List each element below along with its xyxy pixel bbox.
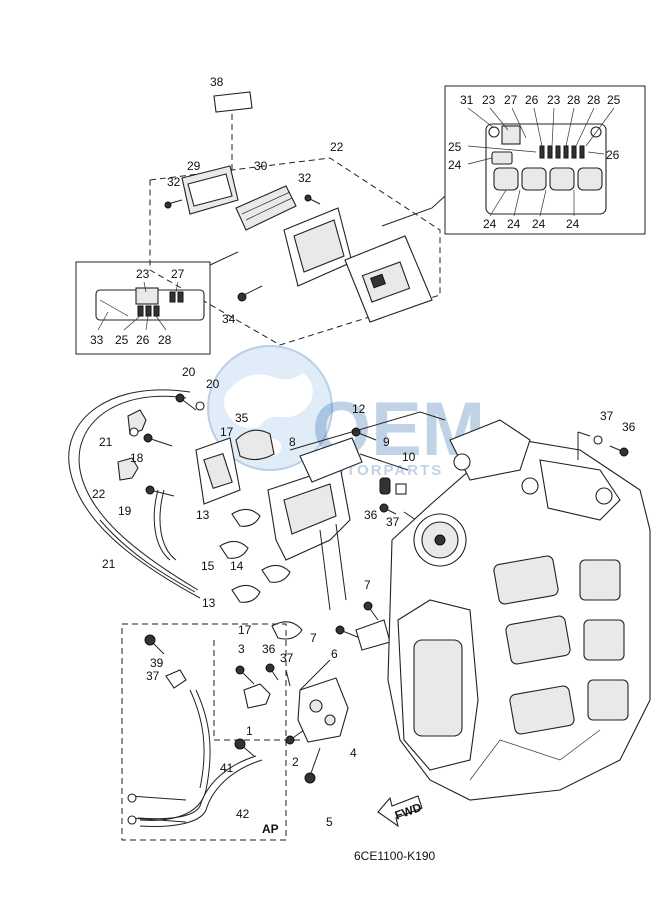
callout-3: 3 xyxy=(238,642,245,656)
callout-39: 37 xyxy=(146,669,160,683)
callout-14: 15 xyxy=(201,559,215,573)
callout-24-a: 24 xyxy=(448,158,462,172)
callout-7-a: 7 xyxy=(364,578,371,592)
callout-24-e: 24 xyxy=(566,217,580,231)
callout-16: 17 xyxy=(220,425,234,439)
callout-18: 20 xyxy=(182,365,196,379)
fwd-arrow-icon: FWD xyxy=(377,795,424,828)
clamp-13-b xyxy=(261,564,291,583)
top-right-fasteners xyxy=(577,431,629,460)
callout-23-a: 23 xyxy=(482,93,496,107)
inset-left xyxy=(75,261,211,355)
callout-17-b: 19 xyxy=(118,504,132,518)
callout-8: 8 xyxy=(289,435,296,449)
clamp-12 xyxy=(231,584,261,603)
clamp-13-a xyxy=(231,508,261,527)
ecu-group xyxy=(149,91,446,346)
part-4 xyxy=(297,677,349,743)
callout-17-a: 18 xyxy=(130,451,144,465)
grommet-35 xyxy=(235,429,275,461)
callout-11: 12 xyxy=(352,402,366,416)
callout-32-a: 32 xyxy=(167,175,181,189)
callout-24-d: 24 xyxy=(532,217,546,231)
callout-5: 5 xyxy=(326,815,333,829)
callout-27-a: 27 xyxy=(504,93,518,107)
callout-26-c: 26 xyxy=(136,333,150,347)
callout-29: 29 xyxy=(187,159,201,173)
callout-9: 9 xyxy=(383,435,390,449)
callout-27-b: 27 xyxy=(171,267,185,281)
callout-13-a: 13 xyxy=(196,508,210,522)
callout-31: 31 xyxy=(460,93,474,107)
callout-34: 34 xyxy=(222,312,236,326)
engine-block xyxy=(387,419,651,801)
ap-box xyxy=(121,623,349,841)
callout-28-c: 28 xyxy=(158,333,172,347)
callout-21: 21 xyxy=(102,557,116,571)
callout-30: 30 xyxy=(254,159,268,173)
callout-33: 33 xyxy=(90,333,104,347)
callout-36-c: 36 xyxy=(262,642,276,656)
callout-36-b: 36 xyxy=(622,420,636,434)
inset-frame xyxy=(444,85,646,235)
inset-top-right xyxy=(444,85,646,235)
callout-20-b: 22 xyxy=(92,487,106,501)
callout-24-b: 24 xyxy=(483,217,497,231)
callout-40: 39 xyxy=(150,656,164,670)
callout-41: 41 xyxy=(220,761,234,775)
callout-6: 6 xyxy=(331,647,338,661)
diagram-code: 6CE1100-K190 xyxy=(354,849,435,863)
callout-4: 4 xyxy=(350,746,357,760)
callout-36-a: 36 xyxy=(364,508,378,522)
callout-24-c: 24 xyxy=(507,217,521,231)
callout-12: 13 xyxy=(202,596,216,610)
callout-38: 38 xyxy=(210,75,224,89)
label-38 xyxy=(213,91,253,113)
callout-7-b: 7 xyxy=(310,631,317,645)
callout-42: 42 xyxy=(236,807,250,821)
ap-frame xyxy=(121,623,287,841)
callout-28-b: 28 xyxy=(587,93,601,107)
callout-37-c: 37 xyxy=(280,651,294,665)
callout-labels: 38 22 29 30 32 32 34 31 23 27 26 23 28 2… xyxy=(90,75,636,863)
inset-left-frame xyxy=(75,261,211,355)
callout-19: 20 xyxy=(206,377,220,391)
callout-25-b: 25 xyxy=(448,140,462,154)
clamp-15 xyxy=(271,621,303,640)
callout-37-b: 37 xyxy=(600,409,614,423)
callout-26-b: 26 xyxy=(606,148,620,162)
callout-23-c: 23 xyxy=(136,267,150,281)
sensor-20-b xyxy=(117,457,139,481)
part-30 xyxy=(235,185,297,231)
callout-22: 22 xyxy=(330,140,344,154)
middle-assembly xyxy=(68,389,446,651)
part-1 xyxy=(243,683,271,709)
callout-28-a: 28 xyxy=(567,93,581,107)
callout-15: 17 xyxy=(238,623,252,637)
callout-2: 2 xyxy=(292,755,299,769)
coil-8 xyxy=(299,437,363,483)
bracket-6 xyxy=(355,619,391,651)
callout-26-a: 26 xyxy=(525,93,539,107)
callout-25-a: 25 xyxy=(607,93,621,107)
callout-23-b: 23 xyxy=(547,93,561,107)
callout-35: 35 xyxy=(235,411,249,425)
fuse-row xyxy=(539,145,585,159)
grommet-10 xyxy=(379,477,391,495)
clamp-14 xyxy=(219,540,249,559)
callout-32-b: 32 xyxy=(298,171,312,185)
callout-1: 1 xyxy=(246,724,253,738)
terminal-39 xyxy=(165,669,187,689)
callout-25-c: 25 xyxy=(115,333,129,347)
ap-label: AP xyxy=(262,822,279,836)
callout-20-a: 21 xyxy=(99,435,113,449)
harness-21 xyxy=(68,389,201,599)
callout-10: 10 xyxy=(402,450,416,464)
callout-37-a: 37 xyxy=(386,515,400,529)
callout-13-b: 14 xyxy=(230,559,244,573)
